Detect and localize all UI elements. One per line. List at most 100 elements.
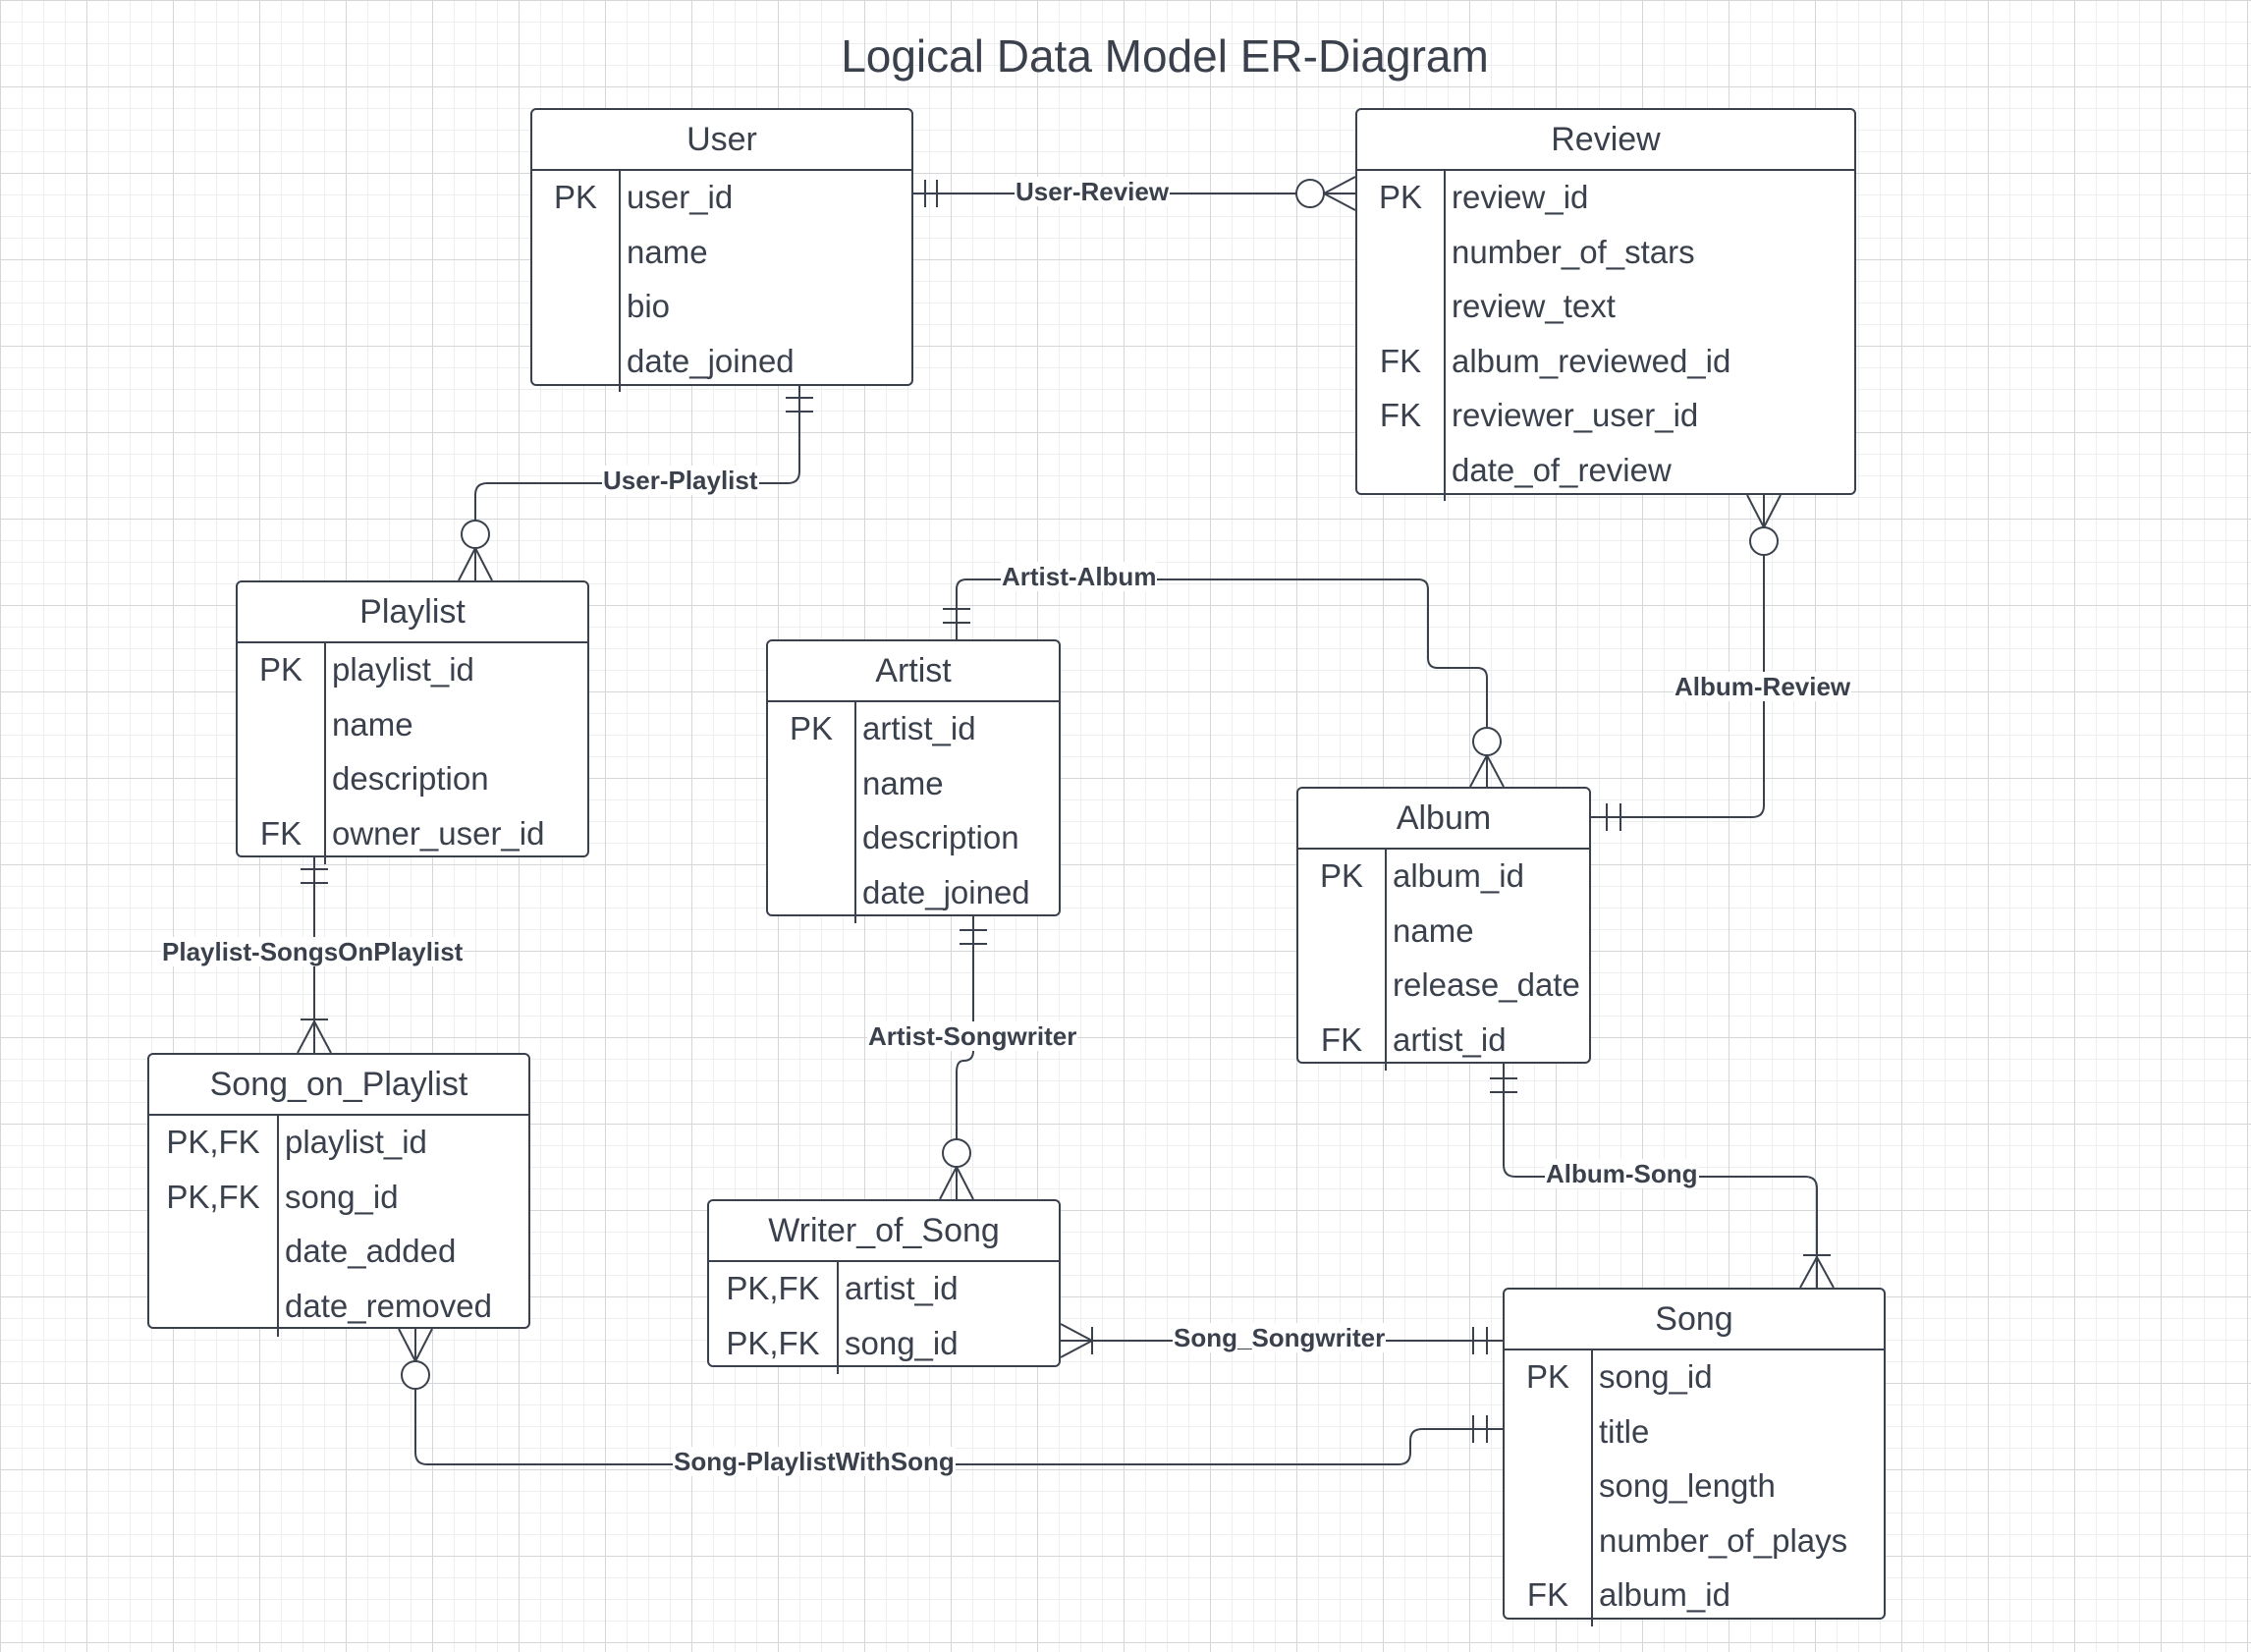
entity-row: PK artist_id xyxy=(768,705,1059,760)
entity-writer-of-song[interactable]: Writer_of_Song PK,FK artist_id PK,FK song_… xyxy=(707,1199,1061,1374)
entity-row: date_added xyxy=(149,1228,528,1283)
key-label: PK,FK xyxy=(726,1270,820,1306)
field-name: album_id xyxy=(1393,857,1524,894)
rel-label-album-song: Album-Song xyxy=(1545,1159,1699,1188)
entity-row: release_date xyxy=(1298,962,1589,1017)
field-name: playlist_id xyxy=(285,1124,427,1160)
entity-row: name xyxy=(768,760,1059,815)
field-name: date_removed xyxy=(285,1287,492,1324)
entity-row: review_text xyxy=(1357,283,1854,338)
key-label: FK xyxy=(1379,397,1422,433)
field-name: owner_user_id xyxy=(332,814,545,852)
rel-label-album-review: Album-Review xyxy=(1674,672,1852,701)
key-label: PK xyxy=(258,651,303,688)
rel-label-user-playlist: User-Playlist xyxy=(602,466,759,495)
rel-song-playlistwithsong-line xyxy=(398,1328,1503,1465)
entity-row: number_of_plays xyxy=(1505,1517,1884,1572)
key-label: PK xyxy=(1378,179,1423,215)
field-name: song_id xyxy=(285,1178,399,1215)
entity-row: date_joined xyxy=(532,338,911,393)
field-name: date_of_review xyxy=(1452,451,1672,488)
field-name: artist_id xyxy=(862,710,976,746)
rel-label-song-playlistwithsong: Song-PlaylistWithSong xyxy=(673,1447,956,1476)
key-label: PK,FK xyxy=(166,1124,260,1160)
key-label: FK xyxy=(1320,1020,1363,1058)
field-name: artist_id xyxy=(845,1270,959,1306)
rel-label-artist-album: Artist-Album xyxy=(1001,562,1158,591)
entity-title: Song_on_Playlist xyxy=(149,1055,528,1116)
entity-row: date_removed xyxy=(149,1283,528,1338)
field-name: song_id xyxy=(1599,1358,1713,1395)
field-name: album_id xyxy=(1599,1576,1730,1613)
entity-review[interactable]: Review PK review_id number_of_stars revie… xyxy=(1355,108,1856,501)
entity-row: FK owner_user_id xyxy=(238,810,587,865)
field-name: review_text xyxy=(1452,288,1616,324)
entity-row: name xyxy=(532,229,911,284)
entity-title: Playlist xyxy=(238,582,587,643)
field-name: song_id xyxy=(845,1324,959,1361)
entity-row: bio xyxy=(532,283,911,338)
key-label: FK xyxy=(259,814,302,852)
field-name: number_of_plays xyxy=(1599,1521,1848,1559)
entity-row: PK,FK song_id xyxy=(709,1320,1059,1375)
entity-row: description xyxy=(238,755,587,810)
rel-label-user-review: User-Review xyxy=(1015,177,1171,206)
entity-row: name xyxy=(1298,908,1589,963)
rel-label-playlist-songsonplaylist: Playlist-SongsOnPlaylist xyxy=(161,937,465,966)
field-name: name xyxy=(1393,911,1474,949)
rel-label-song-songwriter: Song_Songwriter xyxy=(1173,1323,1387,1352)
entity-album[interactable]: Album PK album_id name release_date FK art… xyxy=(1296,787,1591,1071)
field-name: name xyxy=(627,233,708,270)
entity-row: PK review_id xyxy=(1357,174,1854,229)
key-label: FK xyxy=(1526,1576,1569,1613)
entity-row: PK song_id xyxy=(1505,1353,1884,1408)
field-name: user_id xyxy=(627,179,734,215)
entity-title: Album xyxy=(1298,789,1589,850)
key-label: PK xyxy=(553,179,598,215)
entity-row: date_joined xyxy=(768,869,1059,924)
field-name: artist_id xyxy=(1393,1020,1507,1058)
entity-row: title xyxy=(1505,1408,1884,1463)
key-label: PK xyxy=(789,710,834,746)
entity-title: Artist xyxy=(768,641,1059,702)
entity-title: Review xyxy=(1357,110,1854,171)
entity-title: Writer_of_Song xyxy=(709,1201,1059,1262)
field-name: date_added xyxy=(285,1233,457,1269)
field-name: date_joined xyxy=(862,873,1030,910)
field-name: number_of_stars xyxy=(1452,233,1695,270)
entity-artist[interactable]: Artist PK artist_id name description date… xyxy=(766,639,1061,923)
key-label: PK xyxy=(1319,857,1364,894)
entity-row: number_of_stars xyxy=(1357,229,1854,284)
entity-row: FK album_id xyxy=(1505,1571,1884,1626)
entity-row: PK,FK playlist_id xyxy=(149,1119,528,1174)
entity-song[interactable]: Song PK song_id title song_length number_… xyxy=(1503,1288,1886,1626)
entity-row: PK album_id xyxy=(1298,853,1589,908)
key-label: PK,FK xyxy=(726,1324,820,1361)
entity-row: FK reviewer_user_id xyxy=(1357,392,1854,447)
entity-row: song_length xyxy=(1505,1462,1884,1517)
entity-row: description xyxy=(768,814,1059,869)
rel-album-review-line xyxy=(1591,494,1782,831)
field-name: release_date xyxy=(1393,966,1580,1003)
entity-title: Song xyxy=(1505,1290,1884,1350)
field-name: date_joined xyxy=(627,342,795,379)
entity-row: PK user_id xyxy=(532,174,911,229)
field-name: title xyxy=(1599,1412,1650,1450)
field-name: album_reviewed_id xyxy=(1452,342,1731,379)
field-name: review_id xyxy=(1452,179,1589,215)
field-name: name xyxy=(332,705,413,743)
entity-row: PK,FK artist_id xyxy=(709,1265,1059,1320)
diagram-title: Logical Data Model ER-Diagram xyxy=(841,30,1489,82)
rel-artist-songwriter-line xyxy=(939,916,987,1200)
field-name: description xyxy=(862,819,1019,855)
key-label: PK xyxy=(1525,1358,1570,1395)
field-name: name xyxy=(862,764,944,801)
field-name: reviewer_user_id xyxy=(1452,397,1699,433)
